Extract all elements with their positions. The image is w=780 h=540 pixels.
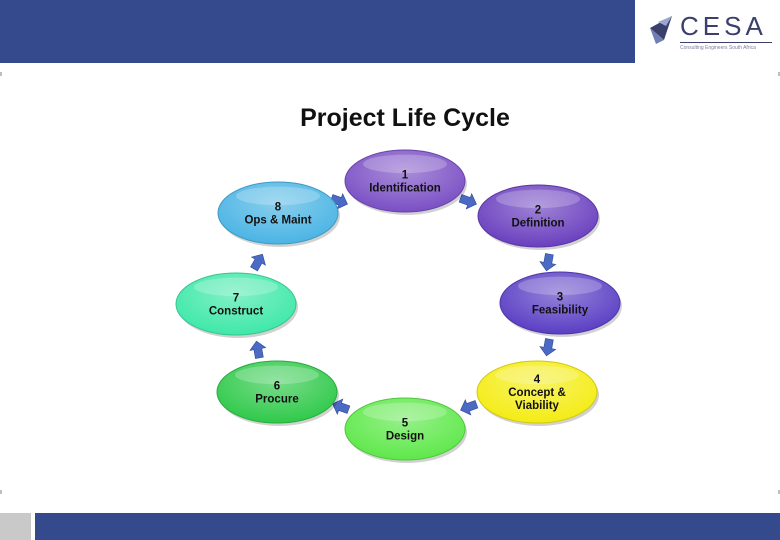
stage-highlight bbox=[363, 154, 447, 174]
logo-text: CESA bbox=[680, 11, 767, 41]
stage-ellipse bbox=[499, 271, 621, 335]
edge-tick bbox=[778, 490, 780, 494]
stage-highlight bbox=[496, 189, 580, 209]
cycle-arrow-3 bbox=[539, 253, 557, 272]
cycle-arrow-6 bbox=[332, 398, 351, 415]
cesa-logo-icon bbox=[650, 16, 672, 44]
logo-tagline: Consulting Engineers South Africa bbox=[680, 45, 756, 51]
stage-ellipse bbox=[476, 360, 598, 424]
edge-tick bbox=[0, 490, 2, 494]
cycle-arrow-2 bbox=[458, 193, 477, 210]
stage-ellipse bbox=[216, 360, 338, 424]
stage-number: 1 bbox=[402, 170, 409, 182]
cycle-arrow-4 bbox=[539, 338, 557, 357]
stage-label: Ops & Maint bbox=[244, 215, 311, 227]
stage-highlight bbox=[235, 365, 319, 385]
edge-tick bbox=[778, 72, 780, 76]
stage-number: 6 bbox=[274, 381, 280, 393]
stage-number: 2 bbox=[535, 205, 541, 217]
stage-ellipse bbox=[344, 397, 466, 461]
stage-label: Concept & bbox=[508, 387, 566, 399]
stage-label: Construct bbox=[209, 306, 263, 318]
stage-ellipse bbox=[217, 181, 339, 245]
stage-number: 4 bbox=[534, 374, 541, 386]
footer-bar bbox=[35, 513, 780, 540]
stage-label: Feasibility bbox=[532, 305, 589, 317]
stage-highlight bbox=[363, 402, 447, 422]
stage-label: Definition bbox=[511, 218, 564, 230]
title-text: Project Life Cycle bbox=[300, 104, 510, 132]
stage-highlight bbox=[495, 365, 579, 385]
stage-label: Design bbox=[386, 431, 424, 443]
stage-highlight bbox=[236, 186, 320, 206]
stage-ellipse bbox=[344, 149, 466, 213]
stage-ellipse bbox=[175, 272, 297, 336]
cesa-logo: CESA Consulting Engineers South Africa bbox=[636, 0, 780, 63]
stage-number: 7 bbox=[233, 293, 239, 305]
cycle-arrow-8 bbox=[250, 253, 266, 272]
stage-number: 3 bbox=[557, 292, 563, 304]
stage-highlight bbox=[194, 277, 278, 297]
stage-label: Identification bbox=[369, 183, 441, 195]
footer-left-block bbox=[0, 513, 31, 540]
stage-label: Procure bbox=[255, 394, 298, 406]
stage-label: Viability bbox=[515, 400, 559, 412]
edge-tick bbox=[0, 72, 2, 76]
logo-divider bbox=[680, 42, 772, 43]
cycle-arrow-5 bbox=[460, 399, 479, 416]
header-bar bbox=[0, 0, 635, 63]
stage-number: 8 bbox=[275, 202, 282, 214]
page-title: Project Life Cycle bbox=[0, 104, 780, 133]
cycle-arrow-7 bbox=[249, 340, 267, 359]
stage-number: 5 bbox=[402, 418, 409, 430]
stage-highlight bbox=[518, 276, 602, 296]
stage-ellipse bbox=[477, 184, 599, 248]
